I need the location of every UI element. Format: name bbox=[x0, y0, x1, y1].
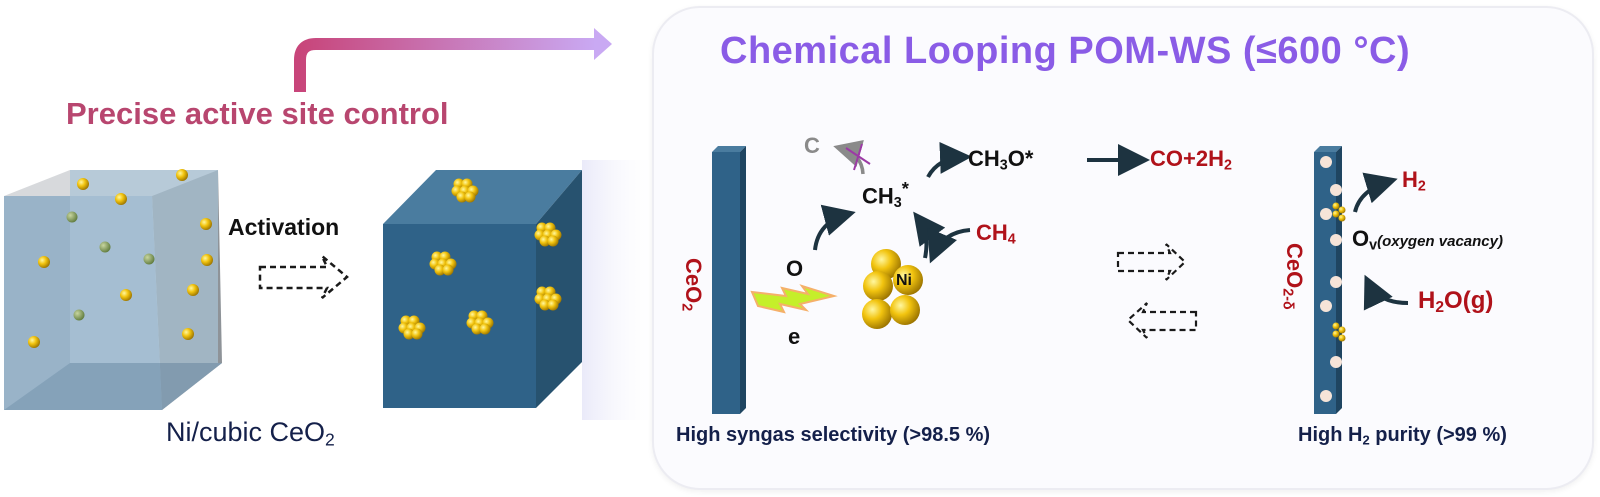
activation-label: Activation bbox=[228, 214, 340, 240]
ni-atom bbox=[479, 323, 491, 335]
ch3-to-carbon-arrow bbox=[833, 140, 865, 175]
ni-cluster bbox=[534, 286, 562, 311]
ni-atom bbox=[403, 328, 415, 340]
ceo2-delta-label: CeO2-δ bbox=[1279, 243, 1307, 310]
ov-to-h2-arrow bbox=[1353, 172, 1398, 213]
ni-cluster bbox=[429, 251, 457, 276]
electron-label: e bbox=[788, 324, 801, 349]
ni-atom bbox=[456, 191, 468, 203]
oxygen-vacancy-dot bbox=[1320, 390, 1332, 402]
control-arrow bbox=[294, 28, 612, 92]
precise-control-label: Precise active site control bbox=[66, 96, 449, 131]
ni-atom bbox=[464, 191, 476, 203]
oxygen-vacancies bbox=[1320, 156, 1342, 402]
ch4-to-ni-arrow bbox=[927, 227, 971, 264]
ceo2-label: CeO2 bbox=[678, 258, 706, 312]
ch3-to-ch3o-arrow bbox=[926, 141, 972, 179]
ni-clusters bbox=[398, 178, 562, 340]
ni-atom bbox=[539, 299, 551, 311]
ni-clusters-small bbox=[1332, 202, 1346, 342]
ni-atom bbox=[547, 235, 559, 247]
oxygen-vacancy-dot bbox=[1320, 300, 1332, 312]
ni-label: Ni bbox=[896, 272, 912, 289]
material-label: Ni/cubic CeO2 bbox=[166, 417, 335, 450]
carbon-label: C bbox=[804, 133, 820, 158]
ni-to-ch3-arrow bbox=[913, 211, 946, 259]
h2-label: H2 bbox=[1402, 167, 1426, 195]
activation-arrow bbox=[258, 255, 349, 299]
ni-cluster bbox=[466, 310, 494, 335]
oxygen-vacancy-label: Ov(oxygen vacancy) bbox=[1352, 226, 1503, 254]
forward-loop-arrow bbox=[1116, 243, 1187, 281]
ni-cluster bbox=[451, 178, 479, 203]
oxygen-vacancy-dot bbox=[1330, 184, 1342, 196]
ceo2-support-bar bbox=[712, 146, 746, 414]
oxygen-vacancy-dot bbox=[1320, 208, 1332, 220]
ni-atom bbox=[442, 264, 454, 276]
ni-atom bbox=[539, 235, 551, 247]
electron-lightning-icon bbox=[750, 284, 838, 314]
panel-title: Chemical Looping POM-WS (≤600 °C) bbox=[720, 30, 1411, 72]
ni-nanoparticle bbox=[862, 249, 923, 329]
h2o-label: H2O(g) bbox=[1418, 287, 1494, 316]
h2-purity-caption: High H2 purity (>99 %) bbox=[1298, 424, 1507, 448]
reverse-loop-arrow bbox=[1126, 302, 1198, 339]
o-to-ch3-arrow bbox=[813, 204, 856, 251]
ch4-label: CH4 bbox=[976, 220, 1016, 248]
oxygen-vacancy-dot bbox=[1330, 276, 1342, 288]
ni-atom bbox=[434, 264, 446, 276]
oxygen-vacancy-dot bbox=[1320, 156, 1332, 168]
pom-ws-panel bbox=[652, 6, 1594, 490]
cube-after-activation bbox=[383, 160, 662, 420]
ni-single-atoms bbox=[28, 169, 213, 348]
syngas-product-label: CO+2H2 bbox=[1150, 146, 1232, 174]
oxygen-vacancy-dot bbox=[1330, 356, 1342, 368]
oxygen-vacancy-dot bbox=[1330, 234, 1342, 246]
ni-cluster bbox=[398, 315, 426, 340]
oxygen-label: O bbox=[786, 256, 804, 281]
ch3-radical-label: CH3* bbox=[862, 178, 909, 211]
ni-atom bbox=[547, 299, 559, 311]
blocked-cross-icon bbox=[845, 143, 871, 171]
cube-before-activation bbox=[4, 169, 222, 410]
h2o-to-ov-arrow bbox=[1363, 274, 1409, 311]
ch3o-label: CH3O* bbox=[968, 146, 1034, 174]
ni-cluster bbox=[534, 222, 562, 247]
ni-atom bbox=[471, 323, 483, 335]
ni-atom bbox=[411, 328, 423, 340]
syngas-selectivity-caption: High syngas selectivity (>98.5 %) bbox=[676, 424, 991, 446]
